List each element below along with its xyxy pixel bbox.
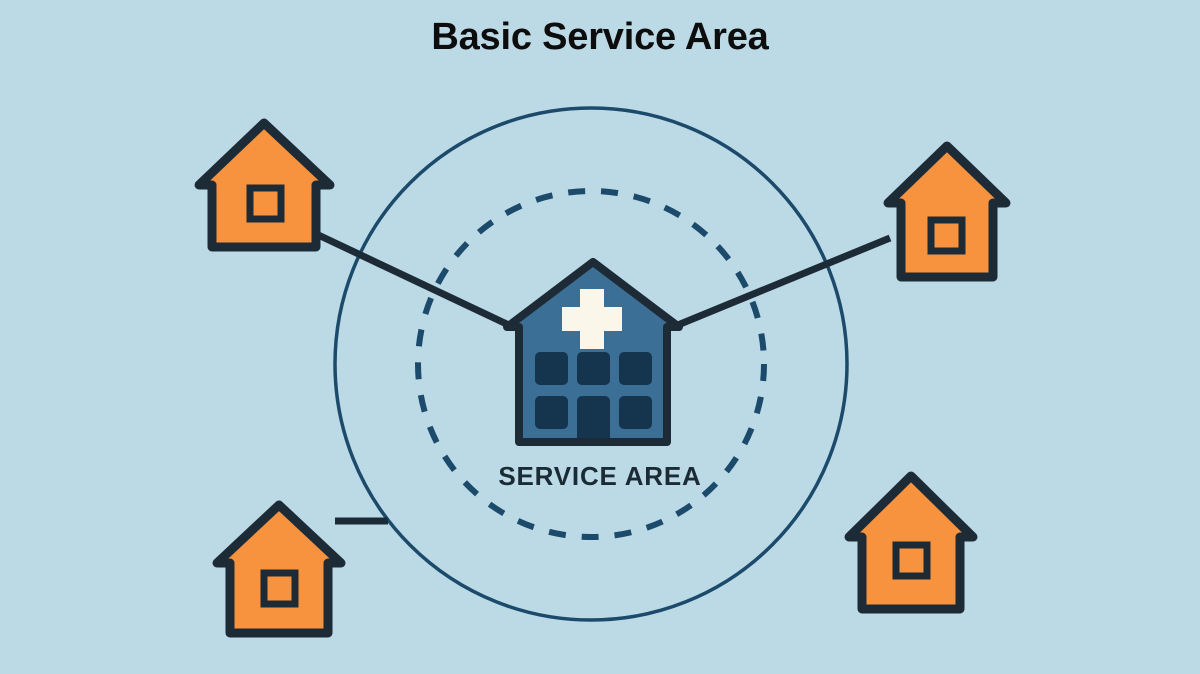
house-window-icon <box>892 541 931 580</box>
connector-top-right-to-hospital <box>671 234 892 331</box>
house-top-left[interactable] <box>194 118 335 252</box>
page-title: Basic Service Area <box>431 16 769 58</box>
hospital-window <box>535 352 568 385</box>
medical-cross-icon <box>562 289 622 349</box>
service-area-label: SERVICE AREA <box>498 461 702 491</box>
outer-service-boundary-circle <box>333 106 849 622</box>
connector-top-left-to-hospital <box>310 228 515 331</box>
hospital-window <box>619 352 652 385</box>
hospital-door <box>577 396 610 438</box>
house-window-icon <box>260 569 299 608</box>
hospital-building[interactable] <box>503 258 683 446</box>
house-outline <box>883 141 1011 282</box>
inner-dashed-service-circle <box>415 188 767 540</box>
hospital-window <box>577 352 610 385</box>
house-window-icon <box>246 184 285 223</box>
house-bottom-right[interactable] <box>844 471 978 614</box>
hospital-window <box>535 396 568 429</box>
house-bottom-left[interactable] <box>212 500 346 638</box>
house-top-right[interactable] <box>883 141 1011 282</box>
house-window-icon <box>927 216 966 255</box>
connector-lines <box>310 228 892 525</box>
house-outline <box>212 500 346 638</box>
hospital-window <box>619 396 652 429</box>
